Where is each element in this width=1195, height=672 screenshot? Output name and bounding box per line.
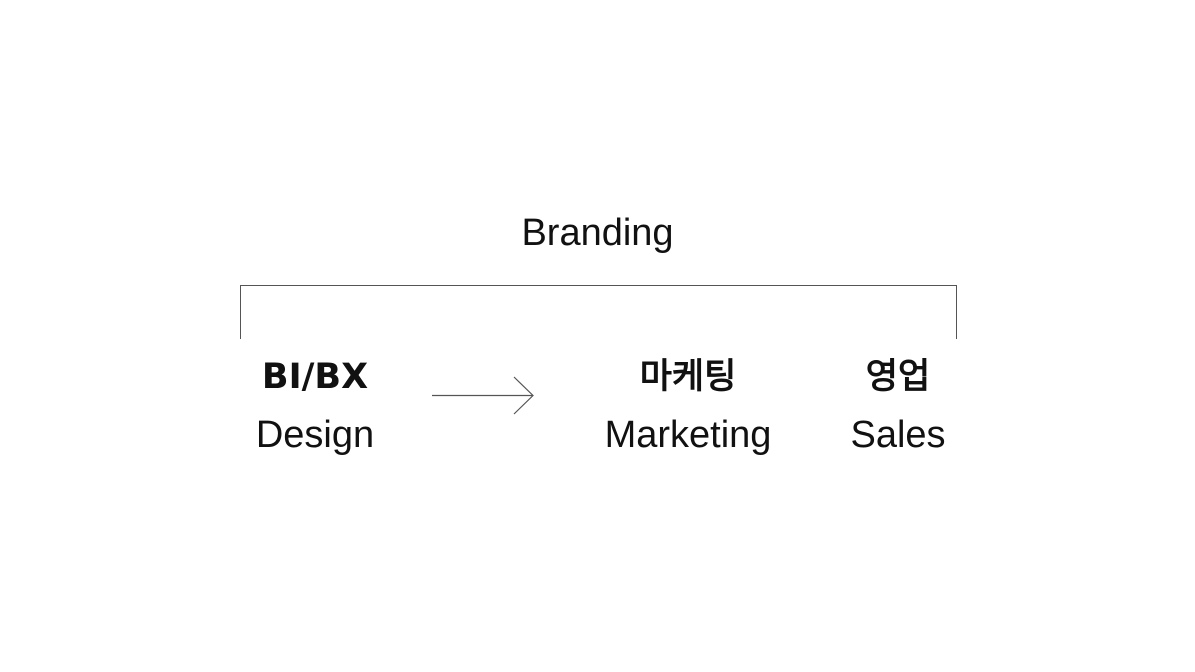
item-sales-primary: 영업	[865, 357, 931, 397]
branding-bracket	[240, 285, 957, 339]
item-design-primary: BI/BX	[261, 357, 369, 397]
item-marketing: 마케팅 Marketing	[605, 355, 772, 459]
item-marketing-secondary: Marketing	[604, 414, 772, 456]
diagram-title: Branding	[521, 212, 674, 254]
flow-arrow	[432, 376, 534, 415]
item-design: BI/BX Design	[256, 355, 374, 459]
item-sales: 영업 Sales	[850, 355, 945, 459]
item-marketing-primary: 마케팅	[639, 357, 737, 397]
flow-arrow-head	[513, 376, 534, 415]
item-sales-secondary: Sales	[850, 414, 946, 456]
item-design-secondary: Design	[255, 414, 375, 456]
